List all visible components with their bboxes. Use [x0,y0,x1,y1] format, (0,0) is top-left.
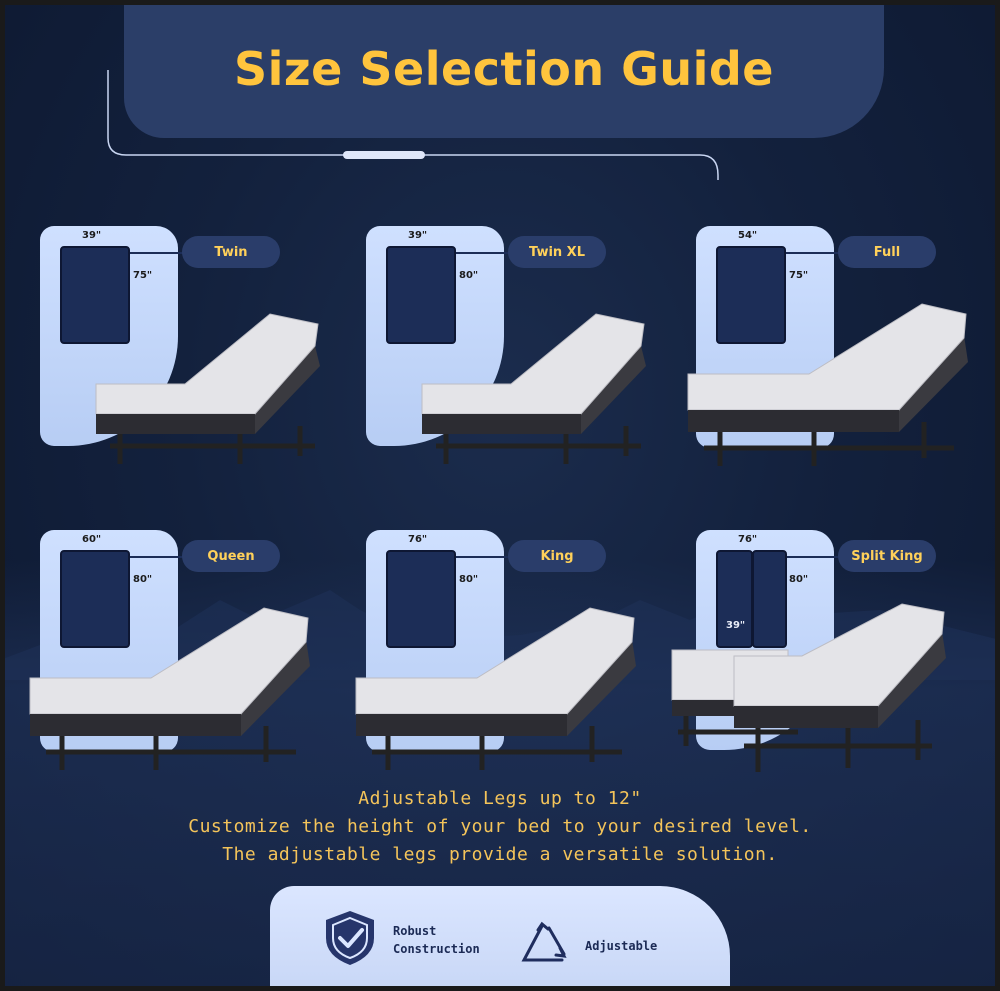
info-line-versatile: The adjustable legs provide a versatile … [222,844,778,865]
length-dimension: 80" [789,574,809,585]
size-label: Full [838,236,936,268]
size-card-full[interactable]: 54" 75" Full [687,226,1000,476]
size-card-twin[interactable]: 39" 75" Twin [40,226,360,476]
connector-line [128,556,184,558]
bed-image [687,303,968,466]
mattress-diagram [60,246,130,344]
info-line-legs: Adjustable Legs up to 12" [358,788,642,809]
triangle-cycle-icon [521,921,567,962]
mattress-diagram [716,246,786,344]
size-card-split-king[interactable]: 76" 80" 39" Split King [671,530,1000,780]
length-dimension: 75" [789,270,809,281]
mattress-diagram-right [752,550,787,648]
size-label: Queen [182,540,280,572]
connector-line [454,252,510,254]
size-label: Twin XL [508,236,606,268]
feature-robust: Robust Construction [393,922,480,958]
width-dimension: 54" [738,230,758,241]
size-label: King [508,540,606,572]
connector-line [454,556,510,558]
size-label: Twin [182,236,280,268]
mattress-diagram-left [716,550,753,648]
size-card-queen[interactable]: 60" 80" Queen [29,530,360,780]
bed-image [95,313,320,464]
shield-check-icon [326,911,374,965]
connector-line [784,252,840,254]
feature-robust-line1: Robust [393,924,437,938]
length-dimension: 75" [133,270,153,281]
width-dimension: 39" [82,230,102,241]
bed-image [29,607,310,770]
length-dimension: 80" [459,270,479,281]
feature-robust-line2: Construction [393,942,480,956]
length-dimension: 80" [133,574,153,585]
width-dimension: 39" [408,230,428,241]
mattress-diagram [60,550,130,648]
length-dimension: 80" [459,574,479,585]
info-line-customize: Customize the height of your bed to your… [188,816,812,837]
feature-adjustable: Adjustable [585,939,658,953]
size-card-king[interactable]: 76" 80" King [355,530,686,780]
connector-line [784,556,840,558]
width-dimension: 60" [82,534,102,545]
bed-image [355,607,636,770]
features-panel: Robust Construction Adjustable [270,886,730,991]
size-label: Split King [838,540,936,572]
page-title: Size Selection Guide [234,42,774,96]
mattress-diagram [386,246,456,344]
bed-image [421,313,646,464]
width-dimension: 76" [738,534,758,545]
decorative-divider [107,70,719,180]
bed-image [671,603,946,772]
connector-line [128,252,184,254]
half-width-dimension: 39" [726,620,746,631]
size-card-twin-xl[interactable]: 39" 80" Twin XL [366,226,686,476]
mattress-diagram [386,550,456,648]
title-banner: Size Selection Guide [124,0,884,138]
width-dimension: 76" [408,534,428,545]
